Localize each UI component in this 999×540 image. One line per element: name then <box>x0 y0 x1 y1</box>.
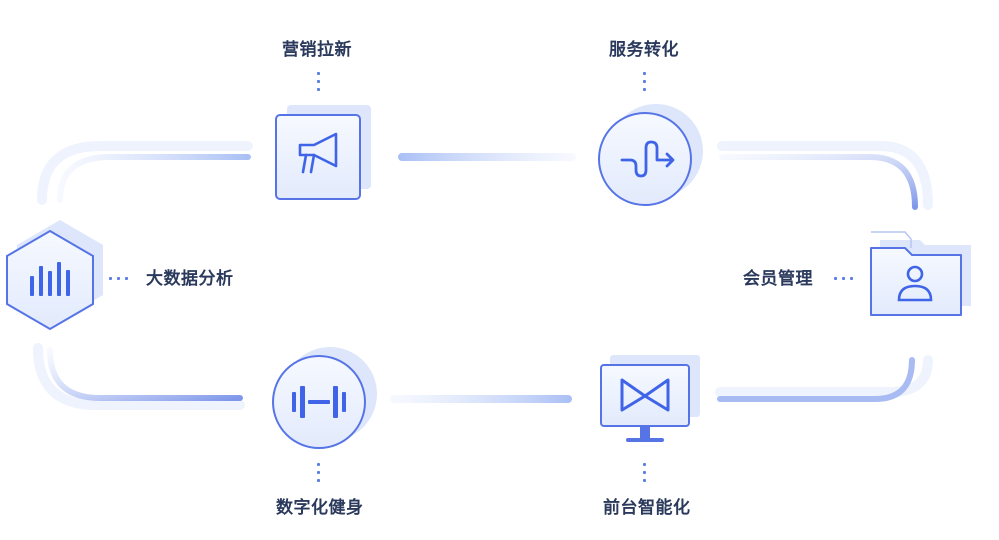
connector-frontdesk <box>643 463 646 482</box>
flow-arrow-icon <box>620 140 675 178</box>
megaphone-icon <box>298 132 338 174</box>
bowtie-icon <box>620 378 670 412</box>
node-frontdesk <box>600 355 700 442</box>
track-bottom-middle <box>390 395 572 403</box>
connector-fitness <box>317 463 320 482</box>
label-connectors <box>109 72 853 482</box>
node-service <box>598 104 703 206</box>
label-service: 服务转化 <box>609 40 679 60</box>
track-top-left <box>37 141 253 205</box>
label-fitness: 数字化健身 <box>276 498 364 518</box>
connection-tracks <box>33 141 933 410</box>
user-icon <box>897 265 933 302</box>
label-bigdata: 大数据分析 <box>146 269 234 289</box>
node-marketing <box>275 105 371 200</box>
connector-marketing <box>317 72 320 91</box>
track-top-middle <box>398 153 576 161</box>
dumbbell-icon <box>292 386 346 418</box>
connector-member <box>834 277 853 280</box>
label-frontdesk: 前台智能化 <box>603 498 691 518</box>
node-fitness <box>272 347 377 449</box>
label-member: 会员管理 <box>743 269 813 289</box>
connector-bigdata <box>109 277 128 280</box>
track-top-right <box>717 141 933 210</box>
bar-chart-icon <box>30 262 70 296</box>
node-member <box>870 231 971 316</box>
node-bigdata <box>6 220 103 331</box>
track-bottom-left <box>33 343 245 410</box>
connector-service <box>643 72 646 91</box>
track-bottom-right <box>715 355 933 402</box>
label-marketing: 营销拉新 <box>282 40 352 60</box>
